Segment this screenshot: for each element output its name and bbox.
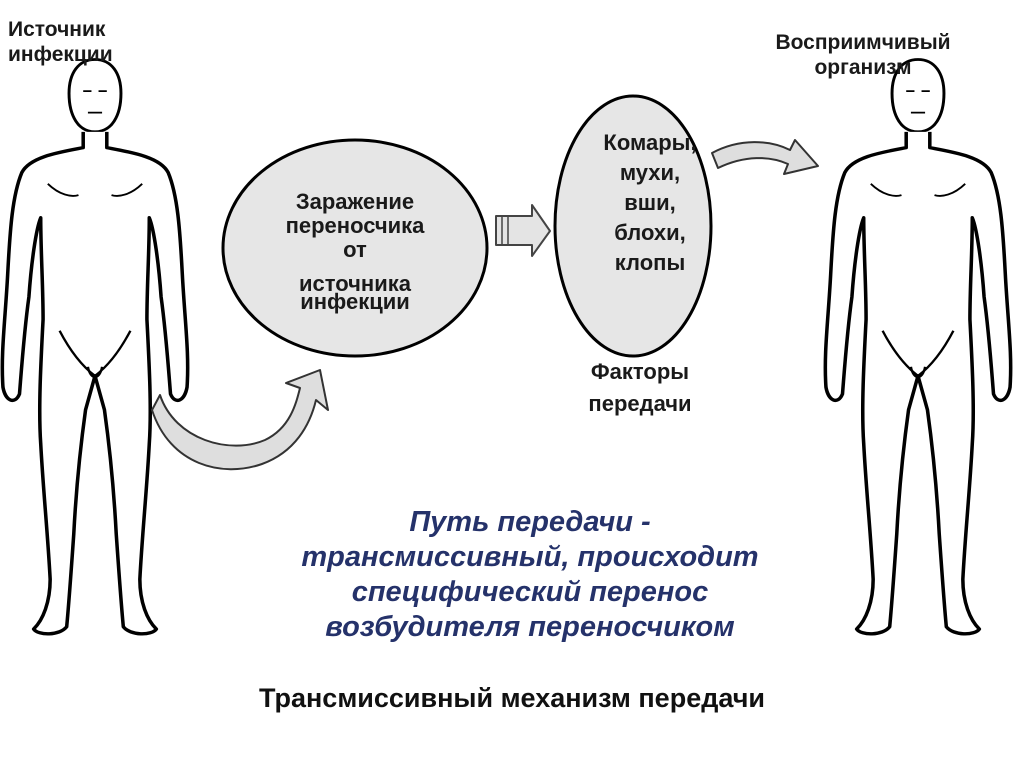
target-human-figure-icon [823, 57, 1013, 636]
factors-label-line: передачи [588, 391, 692, 416]
transmission-caption: Путь передачи - трансмиссивный, происход… [250, 505, 810, 645]
source-label-line: инфекции [8, 43, 113, 66]
infection-node [221, 138, 489, 358]
source-human-figure-icon [0, 57, 190, 636]
vectors-node [553, 94, 713, 358]
vectors-node-line: клопы [614, 250, 686, 275]
infection-node-line: переносчика [285, 213, 425, 238]
block-arrow-icon [495, 204, 551, 257]
vectors-node-line: мухи, [619, 160, 681, 185]
infection-node-line: от [343, 237, 367, 262]
infection-node-line: инфекции [300, 289, 410, 314]
vectors-node-line: блохи, [614, 220, 686, 245]
caption-line: возбудителя переносчиком [325, 611, 735, 643]
vectors-node-line: вши, [624, 190, 676, 215]
vectors-node-text: Комары, мухи, вши, блохи, клопы [580, 128, 720, 278]
source-label-line: Источник [8, 18, 106, 41]
target-label-line: организм [814, 56, 912, 79]
slide-title: Трансмиссивный механизм передачи [259, 683, 765, 713]
vectors-node-line: Комары, [603, 130, 697, 155]
factors-label-line: Факторы [590, 359, 690, 384]
caption-line: Путь передачи - [409, 506, 651, 538]
curved-arrow-to-target-icon [711, 139, 819, 175]
target-label-line: Восприимчивый [775, 31, 951, 54]
curved-arrow-icon [151, 369, 329, 471]
caption-line: трансмиссивный, происходит [301, 541, 759, 573]
caption-line: специфический перенос [351, 576, 709, 608]
infection-node-text: Заражение переносчика от источника инфек… [240, 190, 470, 314]
infection-node-line: источника [299, 271, 411, 296]
infection-node-line: Заражение [295, 189, 415, 214]
factors-label: Факторы передачи [555, 356, 725, 420]
target-label: Восприимчивый организм [758, 30, 968, 80]
source-label: Источник инфекции [8, 17, 113, 67]
